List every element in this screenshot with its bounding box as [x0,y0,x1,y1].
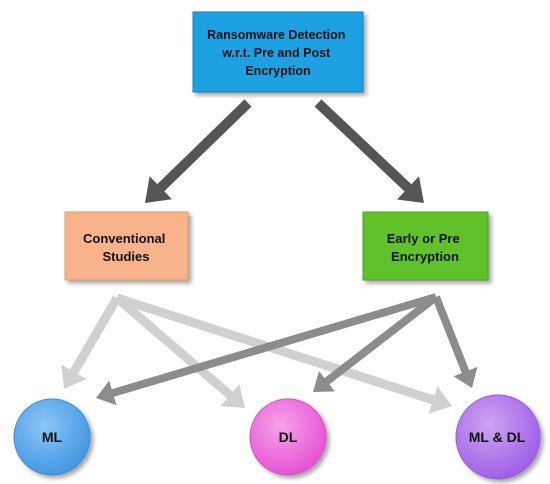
node-root-line-1: Ransomware Detection [207,28,345,42]
edges-layer [61,99,478,414]
node-dl-circle [249,398,327,476]
node-mldl-circle [455,394,541,480]
node-ml-circle [13,398,91,476]
arrow-early-to-ml [96,293,438,406]
node-root: Ransomware Detection w.r.t. Pre and Post… [192,11,364,93]
node-ml-line-1: ML [42,429,63,445]
arrow-conventional-to-mldl [115,293,452,414]
node-early-label: Early or Pre Encryption [387,231,464,264]
node-early-line-1: Early or Pre [387,231,460,246]
node-root-box [192,11,364,93]
arrow-early-to-mldl [432,295,478,388]
node-conventional-line-2: Studies [103,249,150,264]
node-conventional: Conventional Studies [64,211,189,281]
node-conventional-label: Conventional Studies [83,231,169,264]
arrow-root-to-conventional [145,99,252,203]
arrow-conventional-to-dl [114,294,245,408]
node-root-label: Ransomware Detection w.r.t. Pre and Post… [207,28,349,78]
node-mldl-line-1: ML & DL [469,429,526,445]
node-root-line-2: w.r.t. Pre and Post [221,46,331,60]
node-dl: DL [249,398,327,476]
node-early-box [362,211,489,281]
node-dl-label: DL [279,429,298,445]
node-conventional-box [64,211,189,281]
arrow-early-to-dl [313,293,439,392]
node-dl-line-1: DL [279,429,298,445]
arrow-conventional-to-ml [61,295,121,389]
node-early-line-2: Encryption [391,249,459,264]
node-ml-label: ML [42,429,63,445]
node-root-line-3: Encryption [245,64,310,78]
node-ml: ML [13,398,91,476]
node-mldl: ML & DL [455,394,541,480]
arrow-root-to-early [314,99,424,203]
node-mldl-label: ML & DL [469,429,526,445]
node-conventional-line-1: Conventional [83,231,165,246]
node-early: Early or Pre Encryption [362,211,489,281]
